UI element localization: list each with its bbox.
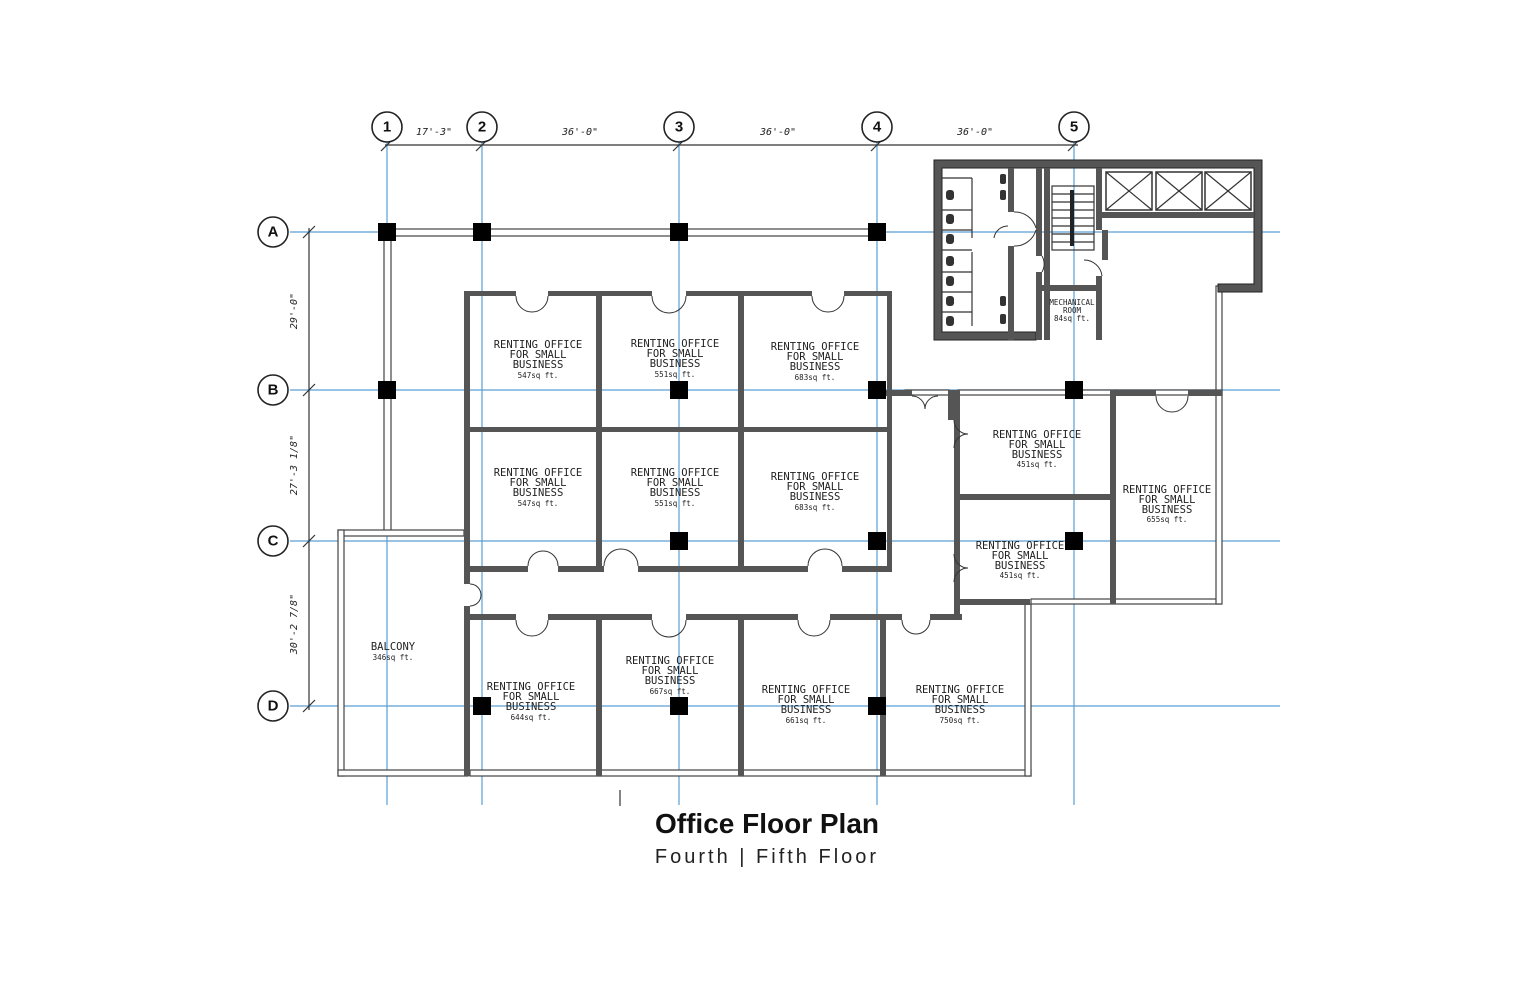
structural-columns	[378, 223, 1083, 715]
svg-text:FOR SMALL: FOR SMALL	[1009, 439, 1066, 451]
svg-text:RENTING OFFICE: RENTING OFFICE	[976, 540, 1065, 552]
svg-text:750sq ft.: 750sq ft.	[940, 716, 981, 725]
svg-text:655sq ft.: 655sq ft.	[1147, 515, 1188, 524]
room-10-label: RENTING OFFICE FOR SMALL BUSINESS 644sq …	[487, 681, 576, 722]
svg-text:BALCONY: BALCONY	[371, 641, 416, 653]
svg-text:RENTING OFFICE: RENTING OFFICE	[762, 684, 851, 696]
grid-bubble-d: D	[268, 698, 279, 715]
room-3-label: RENTING OFFICE FOR SMALL BUSINESS 683sq …	[771, 341, 860, 382]
svg-text:BUSINESS: BUSINESS	[790, 361, 841, 373]
page-title: Office Floor Plan	[654, 808, 880, 839]
svg-text:FOR SMALL: FOR SMALL	[647, 477, 704, 489]
svg-text:661sq ft.: 661sq ft.	[786, 716, 827, 725]
grid-bubble-b: B	[268, 382, 279, 399]
svg-text:667sq ft.: 667sq ft.	[650, 687, 691, 696]
svg-text:FOR SMALL: FOR SMALL	[787, 351, 844, 363]
svg-text:FOR SMALL: FOR SMALL	[503, 691, 560, 703]
room-1-label: RENTING OFFICE FOR SMALL BUSINESS 547sq …	[494, 339, 583, 380]
room-2-label: RENTING OFFICE FOR SMALL BUSINESS 551sq …	[631, 338, 720, 379]
svg-text:BUSINESS: BUSINESS	[506, 701, 557, 713]
partition-walls	[464, 291, 1222, 776]
grid-bubble-4: 4	[873, 119, 882, 136]
svg-text:644sq ft.: 644sq ft.	[511, 713, 552, 722]
svg-text:BUSINESS: BUSINESS	[513, 359, 564, 371]
svg-text:FOR SMALL: FOR SMALL	[787, 481, 844, 493]
room-4-label: RENTING OFFICE FOR SMALL BUSINESS 547sq …	[494, 467, 583, 508]
svg-text:RENTING OFFICE: RENTING OFFICE	[631, 467, 720, 479]
svg-text:RENTING OFFICE: RENTING OFFICE	[494, 467, 583, 479]
grid-bubble-c: C	[268, 533, 279, 550]
grid-bubble-a: A	[268, 224, 279, 241]
svg-text:FOR SMALL: FOR SMALL	[992, 550, 1049, 562]
building-core	[933, 159, 1263, 341]
svg-text:RENTING OFFICE: RENTING OFFICE	[487, 681, 576, 693]
svg-text:547sq ft.: 547sq ft.	[518, 371, 559, 380]
svg-text:451sq ft.: 451sq ft.	[1017, 460, 1058, 469]
svg-text:BUSINESS: BUSINESS	[935, 704, 986, 716]
svg-text:BUSINESS: BUSINESS	[650, 487, 701, 499]
svg-text:FOR SMALL: FOR SMALL	[642, 665, 699, 677]
dim-row-c-d: 30'-2 7/8"	[289, 594, 300, 655]
dim-row-a-b: 29'-0"	[289, 293, 300, 329]
svg-text:RENTING OFFICE: RENTING OFFICE	[771, 341, 860, 353]
grid-bubble-2: 2	[478, 119, 486, 136]
svg-text:84sq ft.: 84sq ft.	[1054, 314, 1090, 323]
room-11-label: RENTING OFFICE FOR SMALL BUSINESS 667sq …	[626, 655, 715, 696]
svg-text:FOR SMALL: FOR SMALL	[647, 348, 704, 360]
room-6-label: RENTING OFFICE FOR SMALL BUSINESS 683sq …	[771, 471, 860, 512]
room-12-label: RENTING OFFICE FOR SMALL BUSINESS 661sq …	[762, 684, 851, 725]
grid-bubble-5: 5	[1070, 119, 1078, 136]
svg-text:ROOM: ROOM	[1063, 306, 1082, 315]
svg-text:RENTING OFFICE: RENTING OFFICE	[494, 339, 583, 351]
svg-text:683sq ft.: 683sq ft.	[795, 373, 836, 382]
svg-text:FOR SMALL: FOR SMALL	[778, 694, 835, 706]
svg-text:BUSINESS: BUSINESS	[1012, 449, 1063, 461]
svg-text:FOR SMALL: FOR SMALL	[510, 349, 567, 361]
svg-text:683sq ft.: 683sq ft.	[795, 503, 836, 512]
svg-text:BUSINESS: BUSINESS	[1142, 504, 1193, 516]
room-9-label: RENTING OFFICE FOR SMALL BUSINESS 451sq …	[976, 540, 1065, 580]
svg-text:BUSINESS: BUSINESS	[781, 704, 832, 716]
svg-text:BUSINESS: BUSINESS	[513, 487, 564, 499]
svg-text:RENTING OFFICE: RENTING OFFICE	[1123, 484, 1212, 496]
dim-col-3-4: 36'-0"	[759, 127, 796, 138]
svg-text:RENTING OFFICE: RENTING OFFICE	[771, 471, 860, 483]
svg-text:BUSINESS: BUSINESS	[645, 675, 696, 687]
dimension-lines: 17'-3" 36'-0" 36'-0" 36'-0" 29'-0" 27'-3…	[289, 127, 1081, 713]
svg-text:451sq ft.: 451sq ft.	[1000, 571, 1041, 580]
svg-text:BUSINESS: BUSINESS	[790, 491, 841, 503]
svg-text:FOR SMALL: FOR SMALL	[1139, 494, 1196, 506]
dim-col-1-2: 17'-3"	[416, 127, 452, 138]
svg-text:BUSINESS: BUSINESS	[650, 358, 701, 370]
svg-text:RENTING OFFICE: RENTING OFFICE	[993, 429, 1082, 441]
svg-text:RENTING OFFICE: RENTING OFFICE	[626, 655, 715, 667]
balcony-label: BALCONY 346sq ft.	[371, 641, 416, 662]
grid-bubble-1: 1	[383, 119, 391, 136]
room-labels: RENTING OFFICE FOR SMALL BUSINESS 547sq …	[371, 298, 1211, 725]
svg-text:FOR SMALL: FOR SMALL	[510, 477, 567, 489]
grid-bubble-3: 3	[675, 119, 683, 136]
svg-text:551sq ft.: 551sq ft.	[655, 499, 696, 508]
svg-text:BUSINESS: BUSINESS	[995, 560, 1046, 572]
svg-text:MECHANICAL: MECHANICAL	[1049, 298, 1095, 307]
dim-row-b-c: 27'-3 1/8"	[289, 435, 300, 495]
mechanical-room-label: MECHANICAL ROOM 84sq ft.	[1049, 298, 1095, 323]
grid-bubbles: 1 2 3 4 5 A B C D	[257, 111, 1090, 722]
svg-text:RENTING OFFICE: RENTING OFFICE	[916, 684, 1005, 696]
office-doors	[469, 295, 1189, 638]
svg-text:RENTING OFFICE: RENTING OFFICE	[631, 338, 720, 350]
room-7-label: RENTING OFFICE FOR SMALL BUSINESS 451sq …	[993, 429, 1082, 469]
svg-text:547sq ft.: 547sq ft.	[518, 499, 559, 508]
room-5-label: RENTING OFFICE FOR SMALL BUSINESS 551sq …	[631, 467, 720, 508]
room-8-label: RENTING OFFICE FOR SMALL BUSINESS 655sq …	[1123, 484, 1212, 524]
room-13-label: RENTING OFFICE FOR SMALL BUSINESS 750sq …	[916, 684, 1005, 725]
exterior-glazing	[337, 228, 1223, 777]
page-subtitle: Fourth | Fifth Floor	[654, 846, 880, 868]
dim-col-2-3: 36'-0"	[561, 127, 598, 138]
svg-text:551sq ft.: 551sq ft.	[655, 370, 696, 379]
dim-col-4-5: 36'-0"	[956, 127, 993, 138]
svg-text:346sq ft.: 346sq ft.	[373, 653, 414, 662]
svg-text:FOR SMALL: FOR SMALL	[932, 694, 989, 706]
